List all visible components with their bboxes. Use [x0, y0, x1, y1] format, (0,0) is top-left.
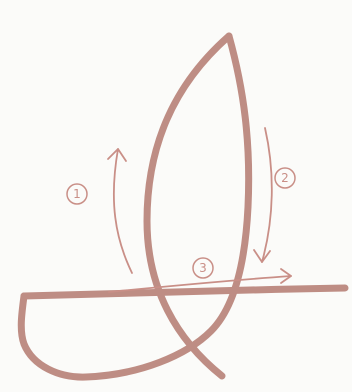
step-1-marker: 1 — [67, 184, 87, 204]
step-2-label: 2 — [281, 171, 289, 185]
step-1-arrow — [114, 149, 132, 273]
step-2-arrow — [262, 128, 272, 262]
step-3-label: 3 — [199, 261, 207, 275]
main-stroke-baseline — [24, 288, 345, 296]
step-3-marker: 3 — [193, 258, 213, 278]
main-stroke-right-arc — [21, 36, 248, 377]
step-2-marker: 2 — [275, 168, 295, 188]
step-1-label: 1 — [73, 187, 81, 201]
